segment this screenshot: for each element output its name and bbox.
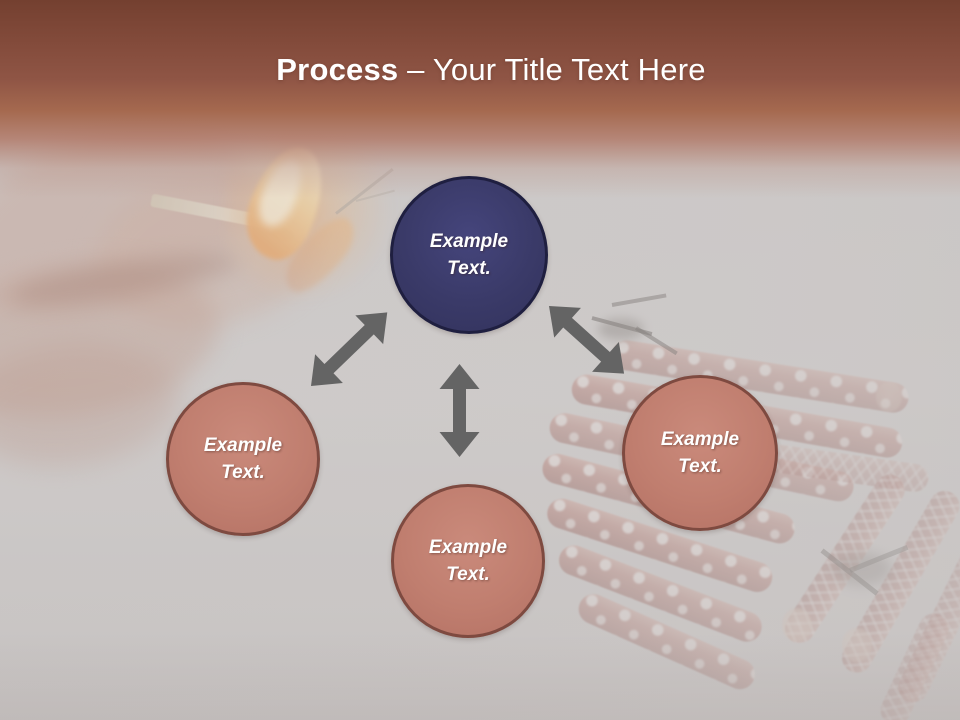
process-node-top[interactable]: Example Text. xyxy=(390,176,548,334)
slide-title: Process – Your Title Text Here xyxy=(0,52,960,88)
double-arrow-top-to-bottom[interactable] xyxy=(439,364,480,457)
node-text-line: Text. xyxy=(678,456,722,477)
node-text-line: Example xyxy=(428,537,508,558)
title-text: – Your Title Text Here xyxy=(407,52,706,87)
node-label: Example Text. xyxy=(429,534,507,588)
node-text-line: Text. xyxy=(221,462,265,483)
node-text-line: Text. xyxy=(447,258,491,279)
title-keyword: Process xyxy=(276,52,399,87)
node-text-line: Example xyxy=(429,231,509,252)
process-node-right[interactable]: Example Text. xyxy=(622,375,778,531)
node-text-line: Example xyxy=(203,435,283,456)
double-arrow-top-to-right[interactable] xyxy=(536,291,638,388)
double-arrow-top-to-left[interactable] xyxy=(297,298,401,400)
node-label: Example Text. xyxy=(661,426,739,480)
node-label: Example Text. xyxy=(204,432,282,486)
process-node-bottom[interactable]: Example Text. xyxy=(391,484,545,638)
node-text-line: Example xyxy=(660,429,740,450)
node-label: Example Text. xyxy=(430,228,508,282)
process-node-left[interactable]: Example Text. xyxy=(166,382,320,536)
header-band xyxy=(0,0,960,198)
node-text-line: Text. xyxy=(446,564,490,585)
